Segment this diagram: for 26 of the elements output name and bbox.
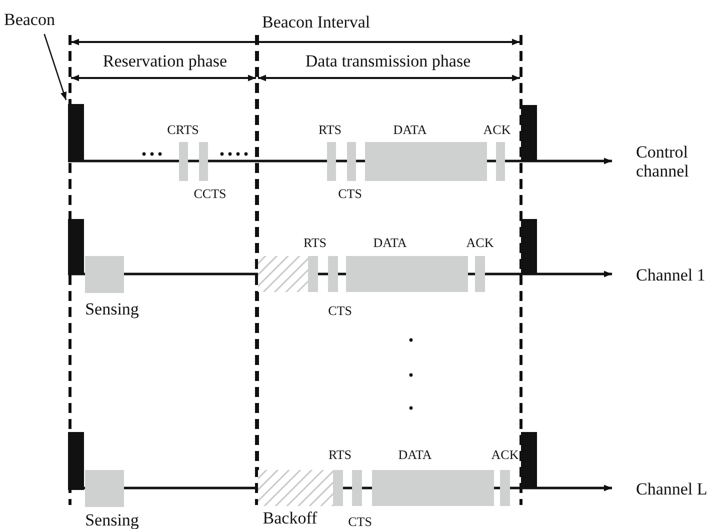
packet-label: CTS (338, 186, 362, 202)
packet-label: CCTS (194, 186, 226, 202)
beacon-label: Beacon (4, 10, 55, 30)
packet-label: CTS (348, 514, 372, 529)
caption-text: Sensing (85, 512, 139, 529)
packet-label: RTS (303, 236, 327, 250)
packet-label: ACK (491, 448, 519, 462)
packet-label: RTS (328, 448, 352, 462)
channel-label: Control channel (636, 143, 690, 181)
beacon-block (68, 104, 84, 162)
channel-label: Channel 1 (636, 266, 706, 286)
channel-label: Channel L (636, 480, 708, 500)
packet-label: DATA (373, 236, 407, 250)
leader-line (44, 34, 67, 100)
packet-label: CRTS (167, 122, 199, 138)
interval-label: Beacon Interval (262, 14, 370, 32)
packet-label: RTS (318, 122, 342, 138)
caption-text: Sensing (85, 300, 139, 320)
interval-label: Reservation phase (102, 52, 228, 72)
packet-label: DATA (393, 122, 427, 138)
caption-text: Backoff (262, 510, 318, 528)
packet-label: DATA (398, 448, 432, 462)
interval-label: Data transmission phase (305, 52, 471, 72)
packet-label: ACK (483, 122, 511, 138)
packet-label: CTS (328, 304, 352, 318)
packet-label: ACK (466, 236, 494, 250)
